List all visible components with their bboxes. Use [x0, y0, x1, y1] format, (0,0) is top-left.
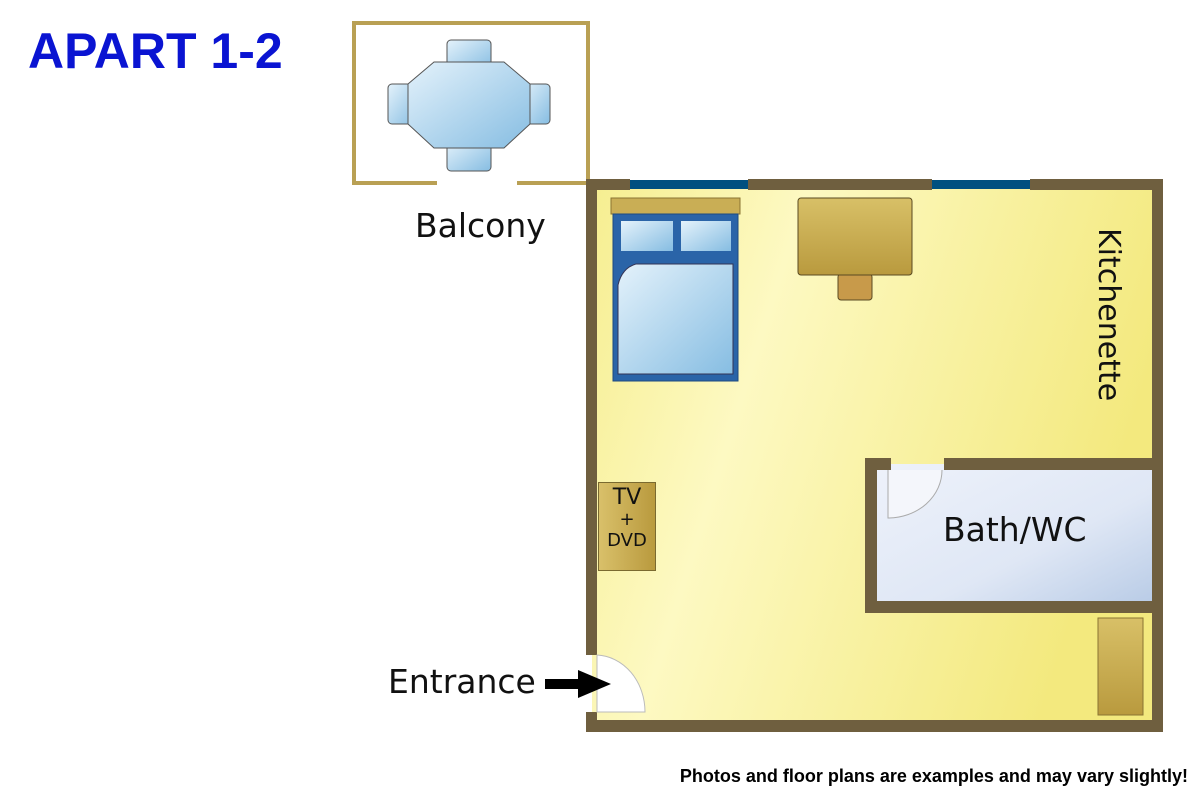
entrance-arrow-icon — [545, 670, 611, 698]
dvd-label: DVD — [607, 529, 647, 551]
bath-label: Bath/WC — [943, 510, 1087, 549]
balcony — [352, 21, 590, 185]
bath-door-icon — [887, 469, 943, 519]
balcony-label: Balcony — [415, 206, 546, 245]
disclaimer: Photos and floor plans are examples and … — [679, 766, 1188, 786]
tv-label: TV — [612, 485, 642, 510]
balcony-table-icon — [387, 39, 551, 172]
entrance-label: Entrance — [388, 662, 536, 701]
plus-label: + — [619, 509, 635, 531]
walls — [586, 179, 1163, 732]
desk-icon — [797, 197, 913, 301]
kitchen-cabinet — [1097, 617, 1144, 716]
windows — [630, 180, 1030, 189]
kitchenette-label: Kitchenette — [1091, 228, 1126, 402]
page-title: APART 1-2 — [28, 23, 283, 79]
tv-dvd-unit: TV + DVD — [598, 482, 656, 571]
bed-icon — [610, 197, 741, 382]
entrance-door-icon — [596, 654, 646, 713]
